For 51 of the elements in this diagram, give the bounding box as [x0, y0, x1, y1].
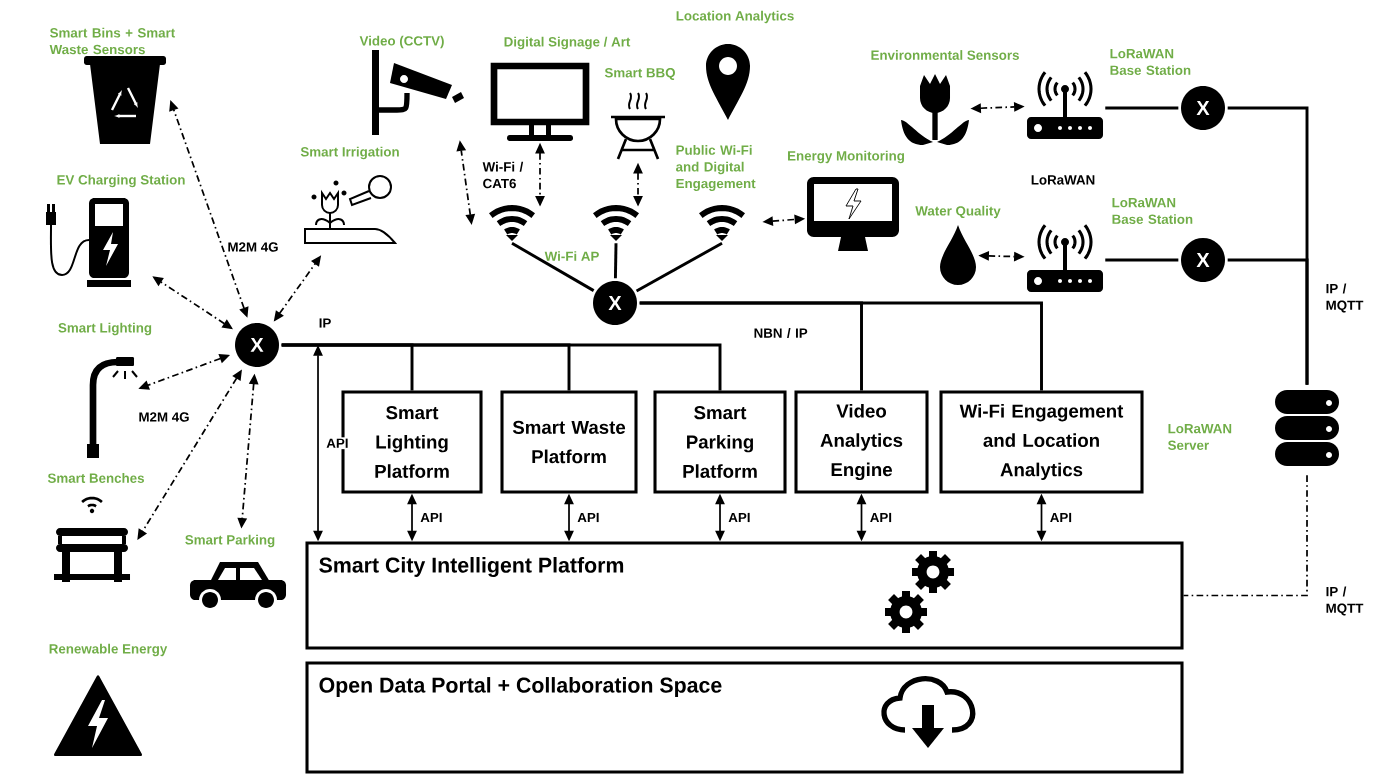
- connector-line: [1182, 474, 1308, 597]
- connector-line: [511, 242, 595, 292]
- link-label: M2M 4G: [139, 412, 189, 422]
- platform-box: Wi-Fi Engagement and Location Analytics: [939, 390, 1144, 494]
- wifi-icon: [699, 205, 745, 241]
- icon-caption: Smart Bins + Smart Waste Sensors: [49, 27, 176, 55]
- connector-line: [1105, 106, 1179, 110]
- connector-line: [281, 343, 722, 391]
- link-label: IP / MQTT: [1326, 586, 1364, 616]
- icon-caption: Video (CCTV): [359, 35, 444, 49]
- platform-box: Open Data Portal + Collaboration Space: [305, 661, 1184, 774]
- edge-label: API: [324, 437, 350, 450]
- icon-caption: Renewable Energy: [49, 643, 168, 657]
- icon-caption: Smart BBQ: [604, 68, 675, 80]
- platform-box: Smart City Intelligent Platform: [305, 541, 1184, 650]
- link-label: Wi-Fi / CAT6: [482, 161, 524, 189]
- wifi-icon: [593, 205, 639, 241]
- link-label: IP: [319, 318, 331, 328]
- icon-caption: EV Charging Station: [57, 174, 185, 188]
- icon-caption: LoRaWAN Server: [1168, 424, 1232, 450]
- feature-label: Wi-Fi AP: [544, 251, 599, 261]
- icon-caption: Digital Signage / Art: [504, 36, 631, 50]
- edge-label: API: [575, 511, 601, 524]
- connector-line: [1227, 258, 1309, 385]
- edge-label: API: [726, 511, 752, 524]
- connector-line: [639, 301, 1043, 391]
- icon-caption: LoRaWAN Base Station: [1112, 198, 1193, 224]
- platform-box: Video Analytics Engine: [794, 390, 929, 494]
- icon-caption: Water Quality: [915, 205, 1001, 219]
- icon-caption: Environmental Sensors: [871, 50, 1019, 60]
- wifi-icon: [489, 205, 535, 241]
- platform-box: Smart Waste Platform: [500, 390, 638, 494]
- icon-caption: Energy Monitoring: [788, 150, 904, 164]
- link-label: IP / MQTT: [1326, 283, 1364, 313]
- connector-line: [613, 243, 618, 279]
- icon-caption: Smart Irrigation: [300, 146, 399, 160]
- icon-caption: Location Analytics: [676, 10, 794, 24]
- icon-caption: Smart Benches: [47, 473, 144, 483]
- connector-line: [635, 242, 723, 293]
- edge-label: API: [868, 511, 894, 524]
- link-label: NBN / IP: [754, 328, 808, 338]
- link-label: LoRaWAN: [1031, 175, 1095, 185]
- edge-label: API: [418, 511, 444, 524]
- edge-label: API: [1048, 511, 1074, 524]
- platform-box: Smart Parking Platform: [653, 390, 787, 494]
- icon-caption: Smart Lighting: [58, 322, 152, 336]
- connector-line: [1105, 258, 1179, 262]
- icon-caption: Smart Parking: [185, 534, 275, 548]
- feature-label: Public Wi-Fi and Digital Engagement: [676, 145, 756, 191]
- icon-caption: LoRaWAN Base Station: [1110, 49, 1191, 75]
- link-label: M2M 4G: [228, 242, 278, 252]
